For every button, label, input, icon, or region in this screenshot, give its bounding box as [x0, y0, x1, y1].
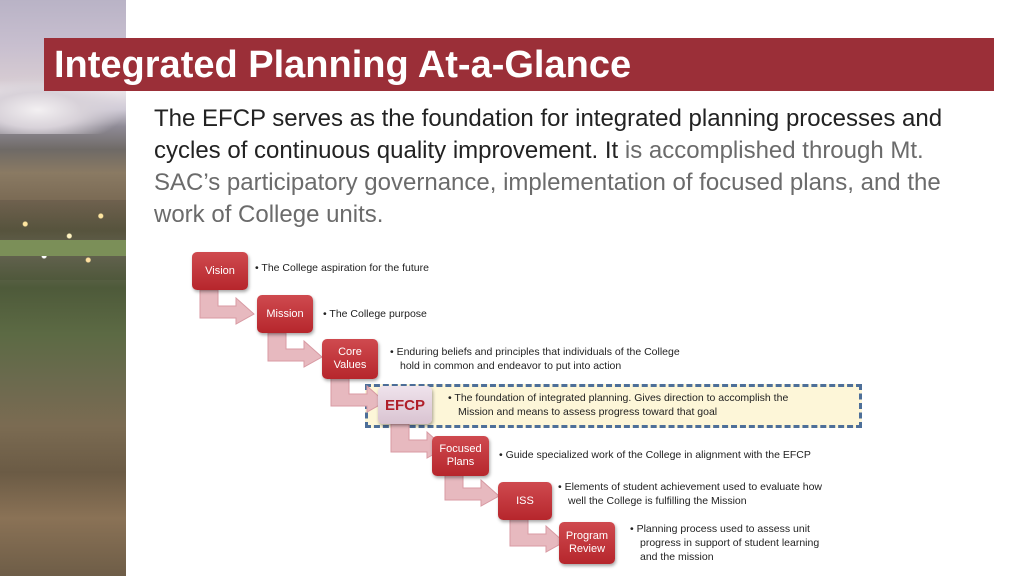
- mission-box: Mission: [257, 295, 313, 333]
- iss-desc: • Elements of student achievement used t…: [558, 481, 823, 507]
- slide-title: Integrated Planning At-a-Glance: [54, 44, 632, 86]
- intro-paragraph: The EFCP serves as the foundation for in…: [154, 103, 984, 231]
- program-review-desc: • Planning process used to assess unit p…: [630, 523, 820, 563]
- iss-box: ISS: [498, 482, 552, 520]
- program-review-desc-line-1: Planning process used to assess unit: [636, 523, 810, 535]
- focused-plans-desc-line: Guide specialized work of the College in…: [505, 449, 811, 461]
- focused-plans-label: Focused Plans: [439, 443, 482, 468]
- mission-desc-line: The College purpose: [329, 308, 427, 320]
- iss-desc-line-1: Elements of student achievement used to …: [564, 481, 823, 493]
- iss-desc-line-2: well the College is fulfilling the Missi…: [568, 495, 747, 507]
- arrow-focused-iss: [444, 472, 500, 507]
- campus-field: [0, 240, 126, 256]
- efcp-highlight: [365, 384, 862, 428]
- efcp-desc: • The foundation of integrated planning.…: [448, 392, 789, 418]
- core-values-desc-line-1: Enduring beliefs and principles that ind…: [396, 346, 680, 358]
- core-values-box: Core Values: [322, 339, 378, 379]
- vision-box: Vision: [192, 252, 248, 290]
- program-review-desc-line-2: progress in support of student learning: [640, 537, 820, 549]
- efcp-desc-line-2: Mission and means to assess progress tow…: [458, 406, 718, 418]
- intro-grey-text: is accomplished through Mt. SAC’s partic…: [154, 137, 941, 228]
- core-values-desc-line-2: hold in common and endeavor to put into …: [400, 360, 622, 372]
- core-values-label: Core Values: [333, 346, 367, 371]
- mission-desc: • The College purpose: [323, 308, 427, 320]
- core-values-desc: • Enduring beliefs and principles that i…: [390, 346, 680, 372]
- mission-label: Mission: [266, 307, 304, 320]
- vision-desc: • The College aspiration for the future: [255, 262, 429, 274]
- focused-plans-desc: • Guide specialized work of the College …: [499, 449, 811, 461]
- efcp-box: EFCP: [378, 386, 432, 424]
- program-review-label: Program Review: [565, 530, 609, 555]
- efcp-desc-line-1: The foundation of integrated planning. G…: [454, 392, 789, 404]
- vision-desc-line: The College aspiration for the future: [261, 262, 429, 274]
- program-review-desc-line-3: and the mission: [640, 551, 714, 563]
- efcp-label: EFCP: [384, 396, 425, 414]
- arrow-vision-mission: [199, 290, 255, 325]
- focused-plans-box: Focused Plans: [432, 436, 489, 476]
- arrow-iss-program: [509, 518, 565, 553]
- intro-black-text: The EFCP serves as the foundation for in…: [154, 105, 943, 164]
- vision-label: Vision: [205, 264, 235, 277]
- iss-label: ISS: [516, 494, 534, 507]
- program-review-box: Program Review: [559, 522, 615, 564]
- arrow-mission-core: [267, 333, 323, 368]
- title-bar: Integrated Planning At-a-Glance: [44, 38, 994, 91]
- arrow-core-efcp: [330, 378, 386, 413]
